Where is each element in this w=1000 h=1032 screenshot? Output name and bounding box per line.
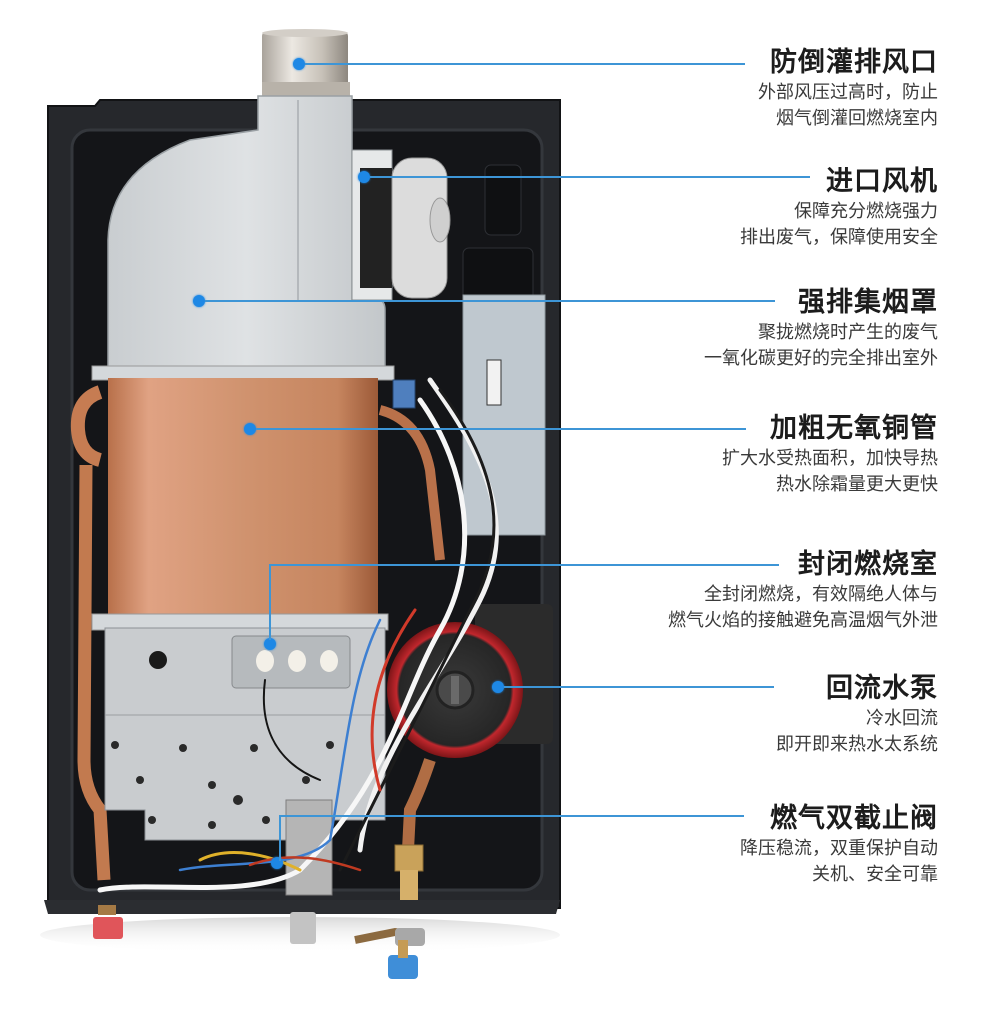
callout-desc-line: 全封闭燃烧，有效隔绝人体与 [704,584,938,605]
callout-desc-line: 冷水回流 [866,708,938,729]
leader-anti-backflow-flue [305,63,745,65]
callout-desc-line: 外部风压过高时，防止 [758,82,938,103]
dot-anti-backflow-flue [293,58,305,70]
callout-desc-line: 保障充分燃烧强力 [794,201,938,222]
callout-desc-line: 烟气倒灌回燃烧室内 [776,108,938,129]
callout-intake-fan: 进口风机 保障充分燃烧强力 排出废气，保障使用安全 [740,165,938,251]
callout-title: 燃气双截止阀 [770,803,938,834]
leader-sealed-combustion [269,564,779,566]
callout-desc-line: 燃气火焰的接触避免高温烟气外泄 [668,610,938,631]
callout-desc-line: 热水除霜量更大更快 [776,474,938,495]
callout-title: 加粗无氧铜管 [770,413,938,444]
callout-desc-line: 聚拢燃烧时产生的废气 [758,322,938,343]
leader-gas-dual-valve [279,815,744,817]
dot-oxygen-free-copper [244,423,256,435]
leader-exhaust-hood [205,300,775,302]
dot-gas-dual-valve [271,857,283,869]
callout-title: 回流水泵 [826,673,938,704]
leader-gas-dual-valve-vertical [279,815,281,861]
dot-sealed-combustion [264,638,276,650]
callout-desc-line: 即开即来热水太系统 [776,734,938,755]
callout-gas-dual-valve: 燃气双截止阀 降压稳流，双重保护自动 关机、安全可靠 [740,802,938,888]
callout-title: 封闭燃烧室 [798,549,938,580]
callout-title: 进口风机 [826,166,938,197]
callout-oxygen-free-copper: 加粗无氧铜管 扩大水受热面积，加快导热 热水除霜量更大更快 [722,412,938,498]
dot-exhaust-hood [193,295,205,307]
callout-desc-line: 扩大水受热面积，加快导热 [722,448,938,469]
callout-desc-line: 排出废气，保障使用安全 [740,227,938,248]
leader-oxygen-free-copper [256,428,746,430]
leader-intake-fan [370,176,810,178]
callout-desc-line: 关机、安全可靠 [812,864,938,885]
callout-desc-line: 一氧化碳更好的完全排出室外 [704,348,938,369]
callout-anti-backflow-flue: 防倒灌排风口 外部风压过高时，防止 烟气倒灌回燃烧室内 [758,46,938,132]
dot-intake-fan [358,171,370,183]
callout-title: 强排集烟罩 [798,287,938,318]
callout-circulation-pump: 回流水泵 冷水回流 即开即来热水太系统 [776,672,938,758]
callout-desc-line: 降压稳流，双重保护自动 [740,838,938,859]
dot-circulation-pump [492,681,504,693]
callout-sealed-combustion: 封闭燃烧室 全封闭燃烧，有效隔绝人体与 燃气火焰的接触避免高温烟气外泄 [668,548,938,634]
leader-circulation-pump [504,686,774,688]
callout-exhaust-hood: 强排集烟罩 聚拢燃烧时产生的废气 一氧化碳更好的完全排出室外 [704,286,938,372]
leader-sealed-combustion-vertical [269,564,271,640]
callout-title: 防倒灌排风口 [770,47,938,78]
